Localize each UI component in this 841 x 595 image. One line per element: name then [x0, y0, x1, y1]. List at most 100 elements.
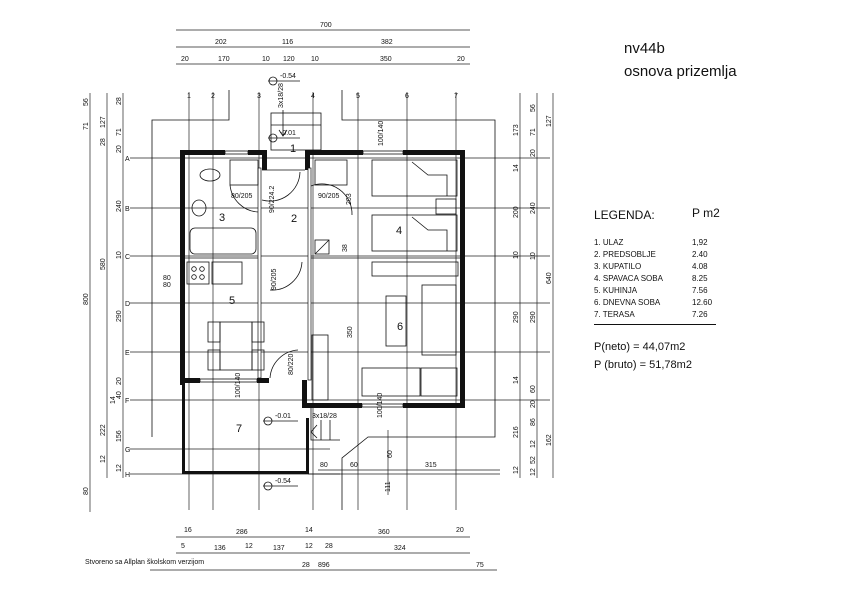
legend-room-area: 7.26: [692, 310, 708, 319]
level-label: -0.01: [280, 130, 296, 137]
dimension-label: 20: [530, 149, 537, 157]
dimension-lines: [89, 29, 554, 571]
dimension-label: 173: [513, 124, 520, 136]
level-markers: -0.54 -0.01 -0.01 -0.54 3x18/28 3x18/28: [263, 73, 337, 491]
grid-label: 5: [356, 93, 360, 100]
stairs-label: 3x18/28: [278, 83, 285, 108]
dimension-label: 12: [530, 468, 537, 476]
legend-divider: [594, 324, 716, 325]
dimension-label: 137: [273, 545, 285, 552]
coffee-table: [385, 295, 407, 347]
toilet-icon: [199, 168, 221, 182]
dimension-label: 10: [116, 251, 123, 259]
dimension-label: 14: [513, 376, 520, 384]
dimension-label: 71: [116, 128, 123, 136]
dimension-label: 10: [262, 56, 270, 63]
dimension-label: 12: [305, 543, 313, 550]
area-bruto: P (bruto) = 51,78m2: [594, 359, 692, 371]
dimension-label: 75: [476, 562, 484, 569]
legend-room-area: 4.08: [692, 262, 708, 271]
dimension-label: 80: [320, 462, 328, 469]
sofa-icon: [361, 367, 421, 397]
chimney: [314, 239, 330, 255]
room-number: 5: [229, 295, 235, 307]
grid-label: 3: [257, 93, 261, 100]
dimension-label: 170: [218, 56, 230, 63]
furniture: [186, 159, 459, 401]
dimension-label: 111: [385, 481, 392, 492]
dimension-label: 120: [283, 56, 295, 63]
dimension-label: 86: [530, 418, 537, 426]
dimension-label: 90/205: [271, 268, 278, 290]
room-number: 2: [291, 213, 297, 225]
dimension-label: 202: [215, 39, 227, 46]
dimension-label: 90/205: [318, 193, 340, 200]
dimension-label: 80: [163, 282, 171, 289]
level-label: -0.54: [280, 73, 296, 80]
dimension-label: 324: [394, 545, 406, 552]
room-number: 7: [236, 423, 242, 435]
dimension-label: 12: [100, 455, 107, 463]
dimension-label: 200: [513, 206, 520, 218]
dimension-label: 700: [320, 22, 332, 29]
dimension-label: 162: [546, 434, 553, 446]
dimension-label: 60: [387, 450, 394, 458]
grid-label: G: [125, 447, 130, 454]
room-numbers: 1 2 3 4 5 6 7: [219, 143, 403, 435]
legend-room-label: 5. KUHINJA: [594, 286, 638, 295]
entry-stairs: [270, 110, 322, 151]
dimension-label: 580: [100, 258, 107, 270]
legend-row: 6. DNEVNA SOBA 12.60: [594, 298, 726, 307]
dimension-label: 60: [530, 385, 537, 393]
bed-icon: [371, 214, 458, 252]
grid-label: C: [125, 254, 130, 261]
dimension-label: 382: [381, 39, 393, 46]
grid-label: F: [125, 398, 129, 405]
dimension-label: 360: [378, 529, 390, 536]
legend-unit: P m2: [692, 206, 720, 220]
dimension-label: 116: [282, 39, 293, 46]
legend-room-area: 7.56: [692, 286, 708, 295]
legend-room-label: 4. SPAVACA SOBA: [594, 274, 663, 283]
dimension-label: 90/224.2: [269, 186, 276, 213]
dimension-label: 5: [181, 543, 185, 550]
stove-icon: [186, 261, 210, 285]
grid-label: B: [125, 206, 130, 213]
dimension-label: 156: [116, 430, 123, 442]
grid-label: E: [125, 350, 130, 357]
footer-note: Stvoreno sa Allplan školskom verzijom: [85, 559, 205, 566]
dimension-label: 350: [380, 56, 392, 63]
sofa-icon: [421, 284, 457, 356]
grid-label: 6: [405, 93, 409, 100]
grid-label: 2: [211, 93, 215, 100]
dimension-label: 12: [513, 466, 520, 474]
dimension-label: 20: [530, 400, 537, 408]
dimension-label: 52: [530, 456, 537, 464]
dimension-label: 20: [456, 527, 464, 534]
legend-room-label: 6. DNEVNA SOBA: [594, 298, 661, 307]
legend-room-area: 1,92: [692, 238, 708, 247]
legend-room-area: 12.60: [692, 298, 713, 307]
dimension-label: 14: [305, 527, 313, 534]
grid-label: D: [125, 301, 130, 308]
dimension-label: 286: [236, 529, 248, 536]
dimension-label: 100/140: [378, 121, 385, 146]
dimension-label: 290: [530, 311, 537, 323]
dimension-label: 240: [116, 200, 123, 212]
legend-row: 5. KUHINJA 7.56: [594, 286, 726, 295]
dimension-label: 28: [325, 543, 333, 550]
grid-label: 7: [454, 93, 458, 100]
dimension-label: 60: [350, 462, 358, 469]
dimension-label: 222: [100, 424, 107, 436]
dimension-label: 127: [546, 115, 553, 127]
kitchen-sink-icon: [211, 261, 243, 285]
drawing-title: osnova prizemlja: [624, 63, 737, 80]
dimension-label: 240: [530, 202, 537, 214]
grid-row-labels: A B C D E F G H: [125, 156, 130, 479]
